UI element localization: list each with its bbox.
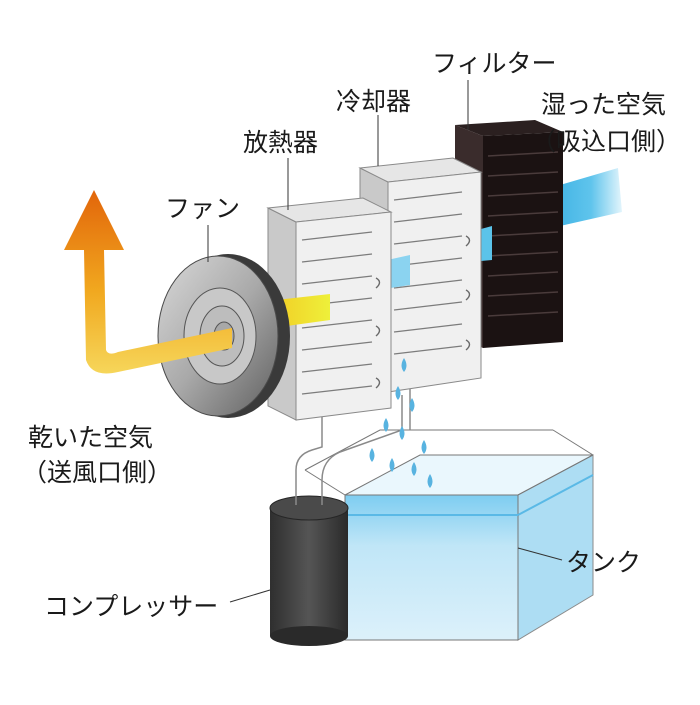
label-dry-air: 乾いた空気	[28, 423, 153, 452]
label-radiator: 放熱器	[243, 128, 318, 157]
label-tank: タンク	[566, 548, 641, 577]
label-dry-air-side: （送風口側）	[22, 458, 172, 487]
compressor	[269, 495, 349, 646]
label-humid-air-side: （吸込口側）	[531, 127, 681, 156]
label-cooler: 冷却器	[336, 87, 411, 116]
label-humid-air: 湿った空気	[541, 90, 666, 119]
water-drops	[369, 358, 433, 488]
humid-air-flow-back	[560, 168, 622, 226]
leader-lines	[207, 80, 563, 603]
label-filter: フィルター	[432, 49, 557, 78]
label-fan: ファン	[165, 194, 240, 223]
label-compressor: コンプレッサー	[44, 592, 218, 621]
tank	[304, 429, 594, 641]
dry-air-arrow	[64, 190, 232, 374]
